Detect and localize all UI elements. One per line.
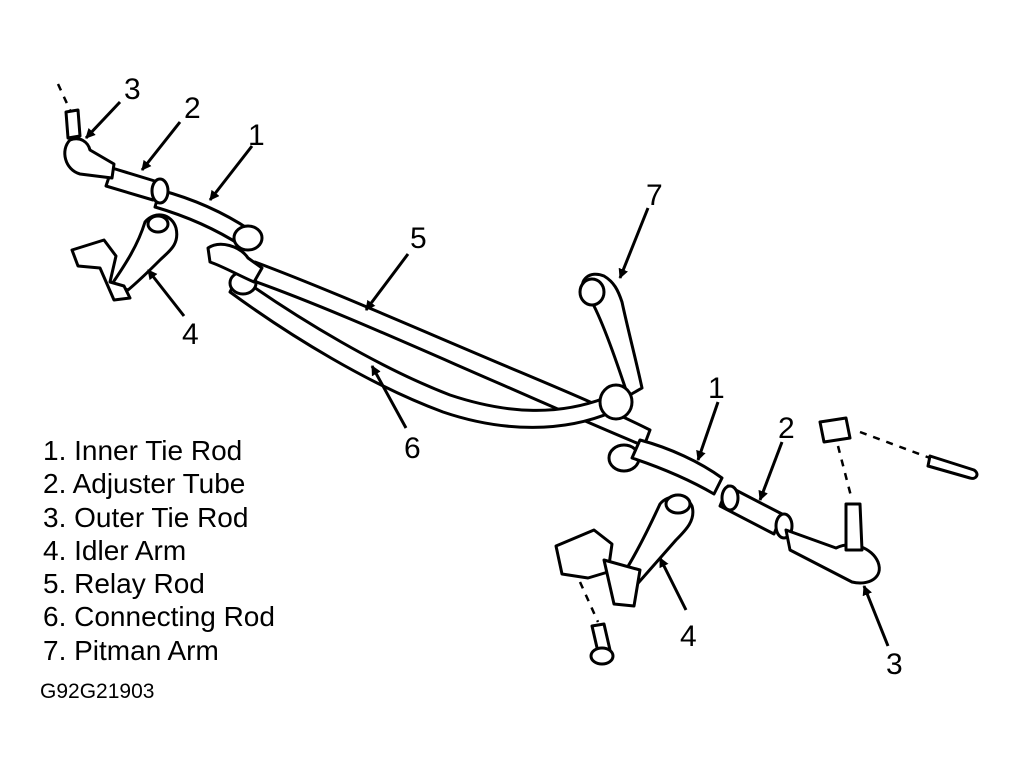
legend-item: 2. Adjuster Tube bbox=[43, 468, 246, 500]
parts-legend: 1. Inner Tie Rod 2. Adjuster Tube 3. Out… bbox=[43, 434, 275, 667]
callout-left-inner-tie-rod: 1 bbox=[248, 119, 265, 152]
leader-relay-rod bbox=[364, 253, 410, 311]
right-inner-tie-rod bbox=[630, 438, 724, 496]
left-idler-arm-bracket bbox=[70, 238, 132, 302]
leader-right-inner-tie-rod bbox=[696, 401, 720, 461]
callout-left-adjuster-tube: 2 bbox=[184, 92, 201, 125]
pitman-arm-top-eye bbox=[578, 277, 606, 307]
cotter-pin bbox=[926, 454, 979, 480]
right-outer-tie-rod bbox=[784, 528, 881, 585]
callout-right-adjuster-tube: 2 bbox=[778, 412, 795, 445]
leader-left-inner-tie-rod bbox=[208, 145, 254, 201]
right-idler-arm-bracket bbox=[554, 528, 614, 580]
leader-pitman-arm bbox=[618, 207, 650, 279]
right-idler-arm-bushing bbox=[664, 493, 692, 515]
leader-left-idler-arm bbox=[146, 269, 186, 317]
left-outer-tie-rod bbox=[63, 137, 116, 180]
right-nut-centerline bbox=[836, 445, 854, 501]
callout-pitman-arm: 7 bbox=[646, 179, 663, 212]
legend-item: 3. Outer Tie Rod bbox=[43, 501, 249, 533]
legend-item: 6. Connecting Rod bbox=[43, 601, 275, 633]
legend-item: 1. Inner Tie Rod bbox=[43, 435, 243, 466]
callout-right-inner-tie-rod: 1 bbox=[708, 372, 725, 405]
left-stud-centerline bbox=[56, 83, 72, 111]
left-center-link bbox=[206, 242, 264, 284]
left-idler-arm-bushing bbox=[146, 214, 170, 234]
callout-left-outer-tie-rod: 3 bbox=[124, 73, 141, 106]
right-bolt-centerline bbox=[578, 581, 600, 623]
legend-item: 7. Pitman Arm bbox=[43, 634, 219, 666]
legend-item: 5. Relay Rod bbox=[43, 568, 205, 600]
leader-left-adjuster-tube bbox=[140, 121, 182, 171]
right-idler-arm-body bbox=[602, 558, 642, 608]
leader-right-outer-tie-rod bbox=[862, 585, 890, 647]
leader-right-idler-arm bbox=[658, 557, 688, 611]
drawing-code: G92G21903 bbox=[40, 680, 155, 703]
leader-connecting-rod bbox=[370, 365, 408, 429]
relay-rod-left-end bbox=[232, 224, 264, 252]
callout-relay-rod: 5 bbox=[410, 222, 427, 255]
callout-right-outer-tie-rod: 3 bbox=[886, 648, 903, 681]
right-mounting-bolt-head bbox=[589, 646, 615, 666]
callout-connecting-rod: 6 bbox=[404, 432, 421, 465]
callout-left-idler-arm: 4 bbox=[182, 318, 199, 351]
leader-left-outer-tie-rod bbox=[84, 100, 122, 140]
left-adjuster-clamp bbox=[150, 177, 170, 205]
pitman-arm-lower-eye bbox=[598, 383, 634, 421]
right-adjuster-clamp-a bbox=[720, 484, 740, 512]
left-outer-tie-rod-stud bbox=[64, 108, 82, 140]
cotter-pin-centerline bbox=[859, 430, 931, 460]
legend-item: 4. Idler Arm bbox=[43, 534, 187, 566]
right-castle-nut bbox=[818, 416, 852, 444]
leader-right-adjuster-tube bbox=[758, 441, 784, 501]
right-outer-tie-rod-stud bbox=[844, 502, 864, 552]
callout-right-idler-arm: 4 bbox=[680, 620, 697, 653]
left-idler-arm bbox=[110, 213, 179, 292]
